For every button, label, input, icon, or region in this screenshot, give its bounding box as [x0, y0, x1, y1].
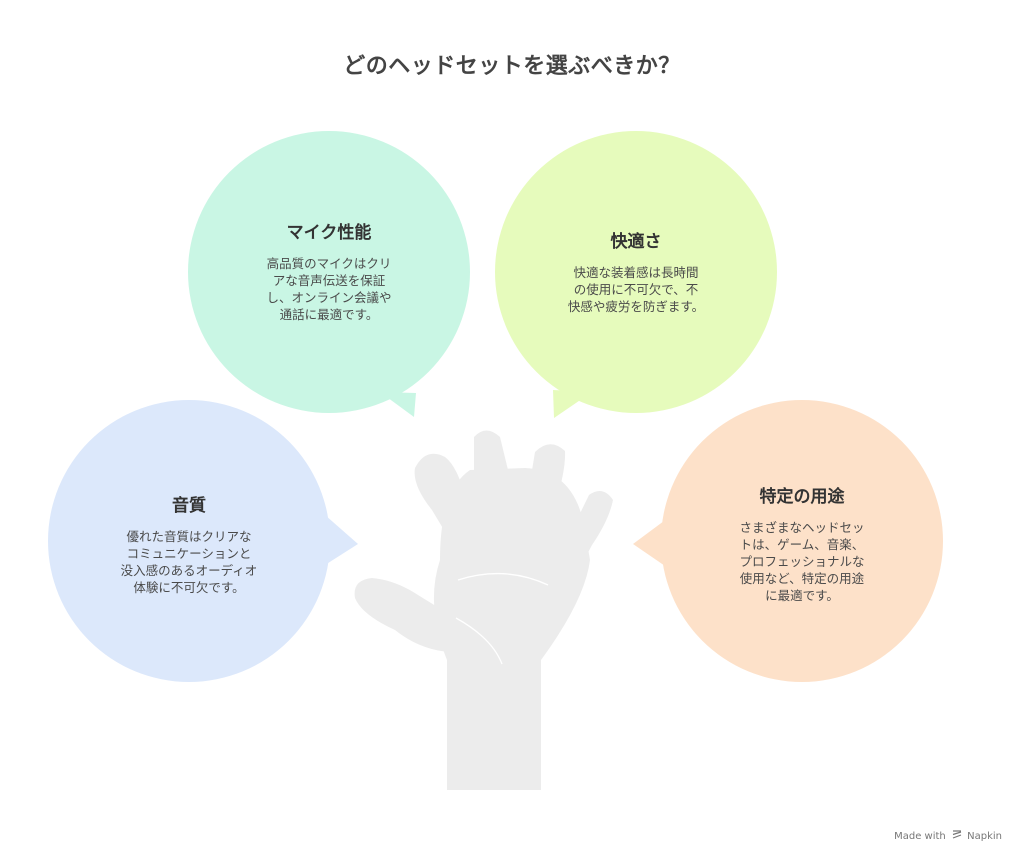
- bubble-mic-text: マイク性能 高品質のマイクはクリ アな音声伝送を保証 し、オンライン会議や 通話…: [229, 218, 429, 323]
- bubble-comfort-tail: [553, 390, 592, 418]
- bubble-mic: [188, 131, 470, 417]
- bubble-mic-description: 高品質のマイクはクリ アな音声伝送を保証 し、オンライン会議や 通話に最適です。: [229, 255, 429, 323]
- bubble-sound-line: 優れた音質はクリアな: [126, 529, 252, 544]
- bubble-comfort-description: 快適な装着感は長時間 の使用に不可欠で、不 快感や疲労を防ぎます。: [536, 264, 736, 315]
- bubble-sound-text: 音質 優れた音質はクリアな コミュニケーションと 没入感のあるオーディオ 体験に…: [89, 491, 289, 596]
- bubble-comfort-line: 快適な装着感は長時間: [573, 265, 699, 280]
- bubble-comfort-circle: [495, 131, 777, 413]
- bubble-usage-line: さまざまなヘッドセッ: [739, 520, 865, 535]
- napkin-logo-icon: [952, 830, 962, 842]
- bubble-mic-line: アな音声伝送を保証: [272, 273, 386, 288]
- diagram-title: どのヘッドセットを選ぶべきか？: [343, 54, 681, 79]
- bubble-comfort-line: の使用に不可欠で、不: [573, 282, 699, 297]
- watermark: Made with Napkin: [894, 830, 1002, 842]
- bubble-usage-heading: 特定の用途: [759, 487, 845, 507]
- bubble-sound-line: 体験に不可欠です。: [133, 580, 245, 595]
- hand-finger-ring: [517, 444, 566, 560]
- bubble-comfort: [495, 131, 777, 418]
- bubble-comfort-text: 快適さ 快適な装着感は長時間 の使用に不可欠で、不 快感や疲労を防ぎます。: [536, 227, 736, 315]
- bubble-usage-description: さまざまなヘッドセッ トは、ゲーム、音楽、 プロフェッショナルな 使用など、特定…: [702, 519, 902, 604]
- bubble-usage-line: プロフェッショナルな: [739, 554, 865, 569]
- watermark-brand: Napkin: [967, 831, 1002, 842]
- bubble-usage-circle: [661, 400, 943, 682]
- bubble-usage-text: 特定の用途 さまざまなヘッドセッ トは、ゲーム、音楽、 プロフェッショナルな 使…: [702, 482, 902, 604]
- bubble-mic-line: 通話に最適です。: [279, 307, 379, 322]
- hand-finger-middle: [474, 430, 508, 548]
- bubble-comfort-line: 快感や疲労を防ぎます。: [567, 299, 705, 314]
- hand-palm-line-2: [455, 617, 503, 665]
- bubble-mic-circle: [188, 131, 470, 413]
- hand-forearm: [447, 640, 541, 790]
- watermark-made-with: Made with: [894, 831, 946, 842]
- bubble-sound-line: 没入感のあるオーディオ: [120, 563, 258, 578]
- hand-illustration: [354, 430, 613, 790]
- bubble-mic-tail: [380, 392, 416, 417]
- hand-thumb: [354, 578, 452, 652]
- bubble-usage: [633, 400, 943, 682]
- bubble-mic-line: 高品質のマイクはクリ: [266, 256, 392, 271]
- hand-palm-line-1: [457, 572, 549, 586]
- bubble-sound: [48, 400, 358, 682]
- bubble-usage-tail: [633, 518, 668, 568]
- hand-finger-pinky: [546, 491, 613, 590]
- bubble-mic-heading: マイク性能: [286, 223, 372, 243]
- bubble-usage-line: に最適です。: [765, 588, 839, 603]
- bubble-sound-line: コミュニケーションと: [126, 546, 252, 561]
- bubble-usage-line: 使用など、特定の用途: [739, 571, 865, 586]
- bubble-sound-heading: 音質: [172, 496, 206, 516]
- bubble-sound-description: 優れた音質はクリアな コミュニケーションと 没入感のあるオーディオ 体験に不可欠…: [89, 528, 289, 596]
- bubble-sound-circle: [48, 400, 330, 682]
- bubble-usage-line: トは、ゲーム、音楽、: [739, 537, 865, 552]
- bubble-sound-tail: [325, 515, 358, 565]
- bubble-mic-line: し、オンライン会議や: [266, 290, 392, 305]
- hand-finger-index: [414, 453, 488, 560]
- bubble-comfort-heading: 快適さ: [610, 232, 662, 252]
